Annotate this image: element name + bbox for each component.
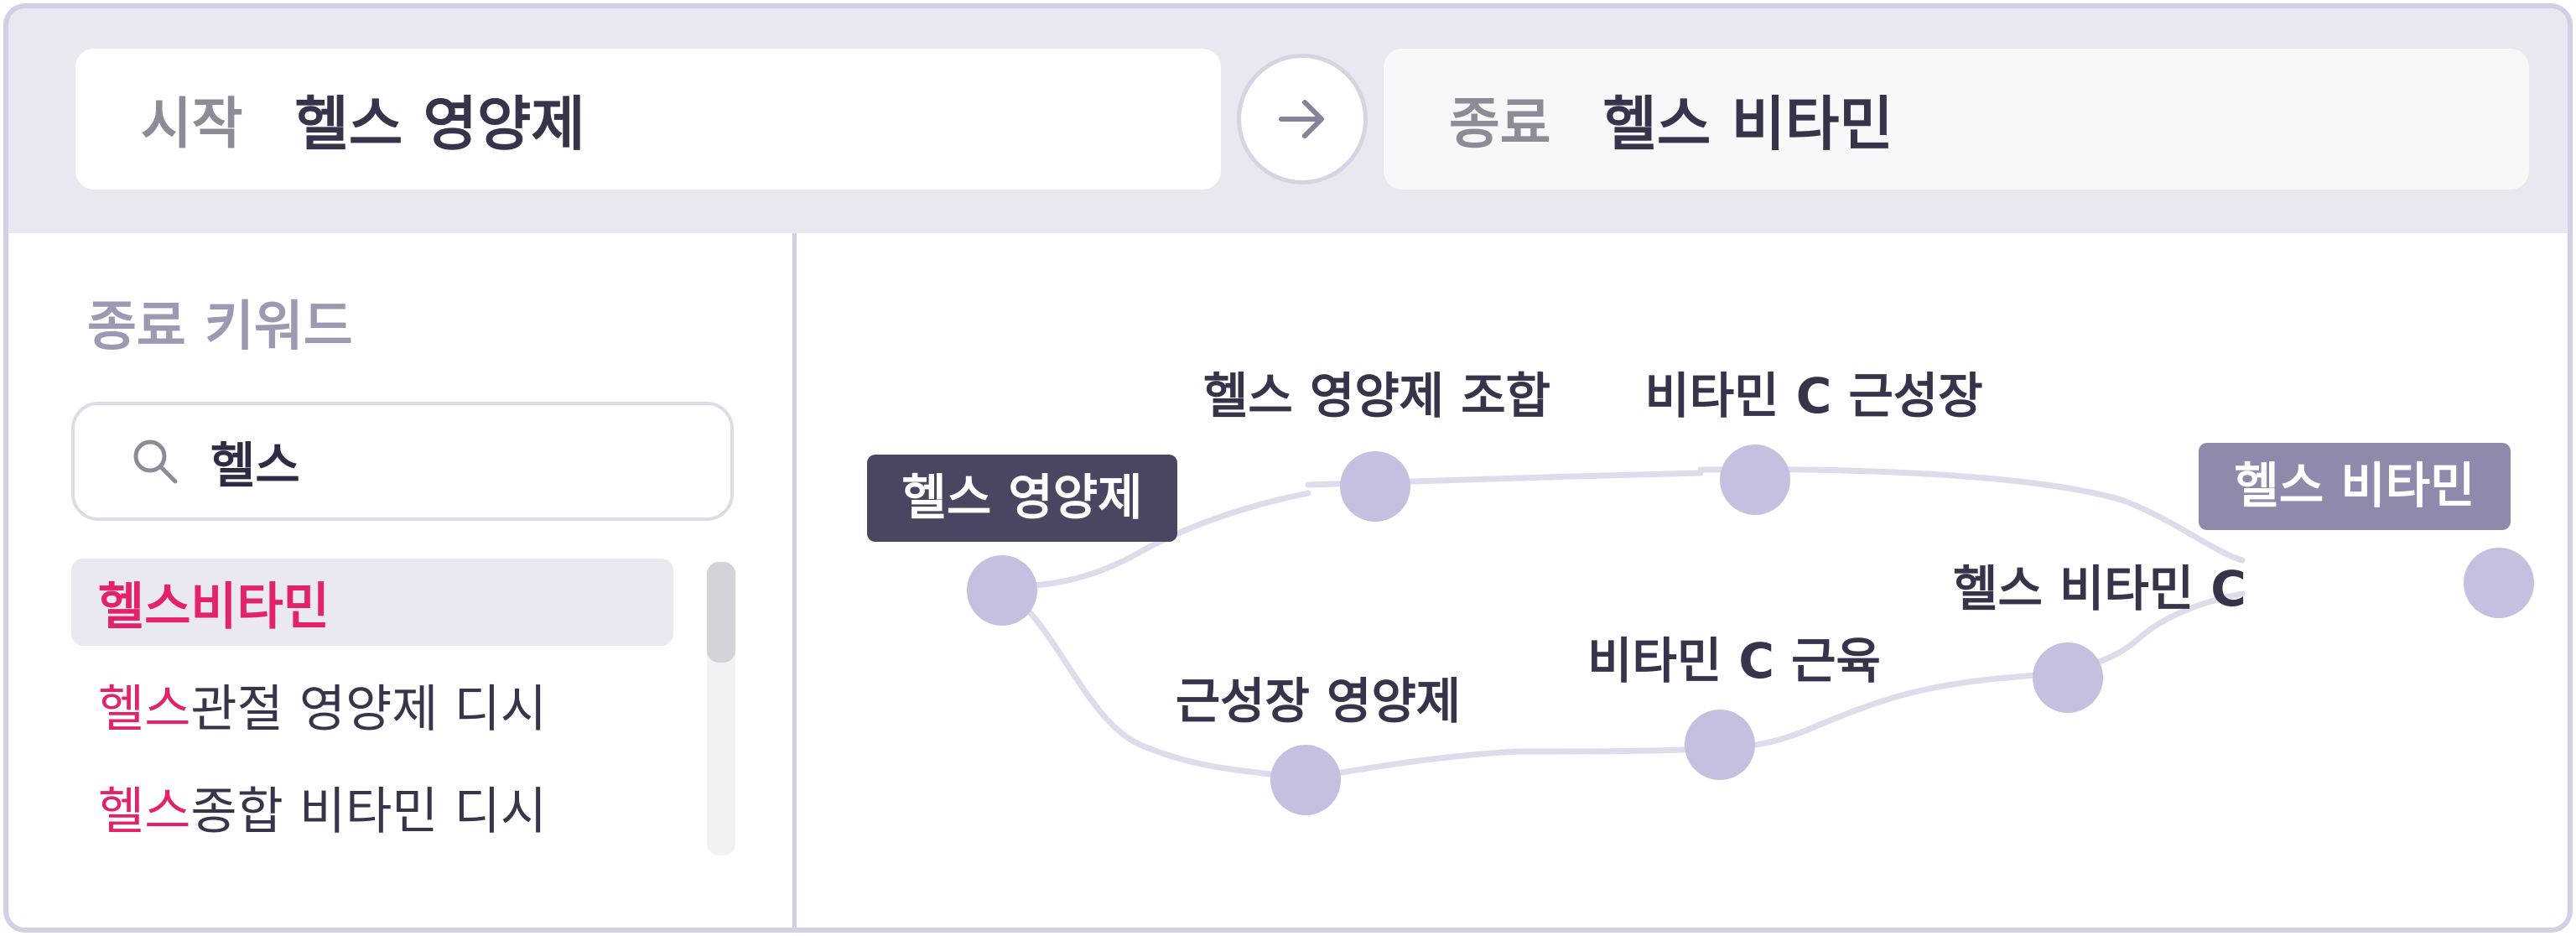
graph-edge [1719, 674, 2010, 751]
graph-node[interactable] [2464, 548, 2534, 618]
graph-edge [1305, 745, 1726, 782]
node-label: 비타민 C 근성장 [1644, 367, 1982, 424]
end-keyword-field[interactable]: 종료 헬스 비타민 [1384, 49, 2529, 190]
start-value: 헬스 영양제 [294, 89, 585, 159]
end-node-label: 헬스 비타민 [2235, 457, 2475, 514]
graph-edge [991, 490, 1311, 590]
item-text: 관절 영양제 디시 [190, 679, 547, 739]
start-node-label: 헬스 영양제 [902, 469, 1143, 526]
item-highlight: 헬스 [98, 577, 191, 637]
path-graph-canvas: 헬스 영양제 헬스 비타민 헬스 영양제 조합 비타민 C 근성장 근성장 영양… [867, 367, 2534, 815]
scrollbar-thumb[interactable] [707, 562, 735, 663]
app-frame: 시작 헬스 영양제 종료 헬스 비타민 종료 키워드 헬스 헬스 비타민 [3, 3, 2573, 933]
arrow-right-icon [1279, 100, 1324, 138]
item-highlight: 헬스 [98, 679, 191, 739]
node-label: 헬스 영양제 조합 [1203, 367, 1550, 424]
item-highlight: 헬스 [98, 782, 191, 841]
search-icon [133, 439, 178, 484]
graph-node[interactable] [1720, 445, 1790, 515]
graph-edge [991, 584, 1311, 782]
start-keyword-field[interactable]: 시작 헬스 영양제 [75, 49, 1221, 190]
end-label: 종료 [1449, 91, 1551, 156]
graph-edge [1697, 466, 2246, 564]
end-node-tag[interactable]: 헬스 비타민 [2199, 443, 2511, 530]
graph-node[interactable] [1270, 745, 1341, 815]
search-input[interactable]: 헬스 [71, 402, 734, 521]
start-label: 시작 [141, 91, 243, 156]
graph-node[interactable] [1685, 710, 1755, 780]
path-graph: 헬스 영양제 헬스 비타민 헬스 영양제 조합 비타민 C 근성장 근성장 영양… [797, 233, 2568, 928]
swap-direction-button[interactable] [1237, 54, 1368, 185]
node-label: 비타민 C 근육 [1587, 632, 1881, 689]
search-query: 헬스 [210, 437, 300, 494]
list-item[interactable]: 헬스 종합 비타민 디시 [71, 763, 673, 850]
route-header: 시작 헬스 영양제 종료 헬스 비타민 [8, 8, 2568, 233]
end-keyword-panel: 종료 키워드 헬스 헬스 비타민 헬스 관절 영양제 디시 헬스 종합 비타민 … [8, 233, 797, 928]
end-value: 헬스 비타민 [1602, 89, 1893, 159]
item-text: 종합 비타민 디시 [190, 782, 547, 841]
item-text: 비타민 [190, 577, 330, 637]
list-item[interactable]: 헬스 비타민 [71, 559, 673, 646]
panel-title: 종료 키워드 [87, 296, 353, 358]
start-node-tag[interactable]: 헬스 영양제 [867, 455, 1177, 542]
graph-node[interactable] [2033, 642, 2103, 713]
graph-node[interactable] [967, 555, 1037, 626]
list-scrollbar[interactable] [707, 562, 735, 855]
node-label: 헬스 비타민 C [1953, 560, 2246, 617]
node-label: 근성장 영양제 [1176, 673, 1461, 730]
graph-node[interactable] [1340, 451, 1410, 522]
list-item[interactable]: 헬스 관절 영양제 디시 [71, 661, 673, 748]
